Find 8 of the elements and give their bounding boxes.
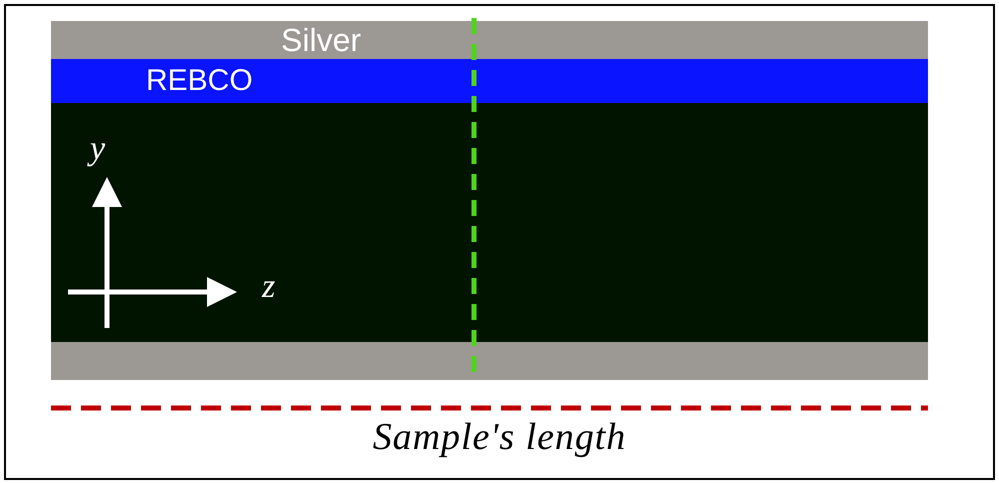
layer-band: [51, 342, 928, 380]
layer-label: REBCO: [146, 66, 253, 96]
layer-label: Silver: [281, 24, 362, 56]
layer-band: [51, 59, 928, 103]
axis-label: z: [262, 270, 276, 304]
layer-band: [51, 21, 928, 59]
dimension-label: Sample's length: [372, 418, 626, 456]
layer-band: [51, 103, 928, 342]
